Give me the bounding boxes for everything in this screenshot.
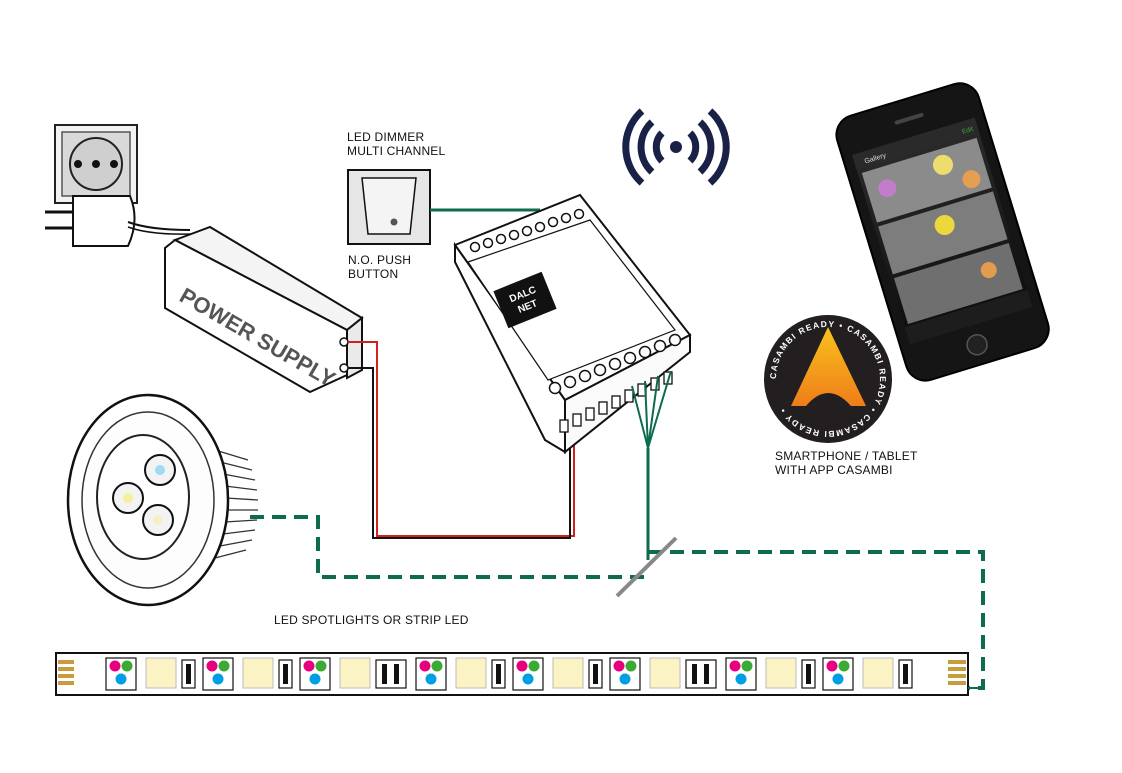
dalcnet-controller: DALC NET	[453, 193, 692, 455]
white-led-chip	[145, 657, 177, 689]
bus-splitter-bar	[615, 536, 678, 598]
resistor	[278, 659, 293, 689]
rgb-led-chip	[105, 657, 137, 691]
white-led-chip	[765, 657, 797, 689]
resistor	[588, 659, 603, 689]
rgb-led-chip	[299, 657, 331, 691]
rgb-led-chip	[415, 657, 447, 691]
phone-label-line2: WITH APP CASAMBI	[775, 463, 893, 477]
resistor-pair	[375, 659, 407, 689]
push-button-label-line2: BUTTON	[348, 267, 399, 281]
app-edit: Edit	[961, 126, 974, 136]
rgb-led-chip	[512, 657, 544, 691]
white-led-chip	[339, 657, 371, 689]
smartphone: Gallery Edit	[835, 82, 1050, 382]
output-wires	[631, 370, 672, 560]
resistor	[898, 659, 913, 689]
led-strip	[55, 652, 983, 696]
power-supply: POWER SUPPLY	[164, 225, 364, 394]
led-bus-wiring	[250, 515, 985, 690]
push-button-label-line1: N.O. PUSH	[348, 253, 412, 267]
resistor	[491, 659, 506, 689]
resistor	[801, 659, 816, 689]
rgb-led-chip	[609, 657, 641, 691]
push-button	[347, 169, 431, 245]
casambi-logo	[791, 327, 866, 406]
white-led-chip	[242, 657, 274, 689]
rgb-led-chip	[725, 657, 757, 691]
phone-label-line1: SMARTPHONE / TABLET	[775, 449, 918, 463]
wireless-signal-icon	[622, 108, 730, 186]
resistor	[181, 659, 196, 689]
supply-wires	[348, 341, 575, 539]
white-led-chip	[862, 657, 894, 689]
rgb-led-chip	[822, 657, 854, 691]
rgb-led-chip	[202, 657, 234, 691]
dimmer-label-line1: LED DIMMER	[347, 130, 425, 144]
wall-socket	[54, 124, 138, 204]
resistor-pair	[685, 659, 717, 689]
white-led-chip	[649, 657, 681, 689]
dimmer-label-line2: MULTI CHANNEL	[347, 144, 446, 158]
led-spotlight	[66, 393, 259, 607]
casambi-ready-badge: CASAMBI READY • CASAMBI READY • CASAMBI …	[764, 315, 892, 443]
plug-icon	[45, 195, 191, 247]
white-led-chip	[552, 657, 584, 689]
white-led-chip	[455, 657, 487, 689]
spotlights-label: LED SPOTLIGHTS OR STRIP LED	[274, 613, 469, 627]
